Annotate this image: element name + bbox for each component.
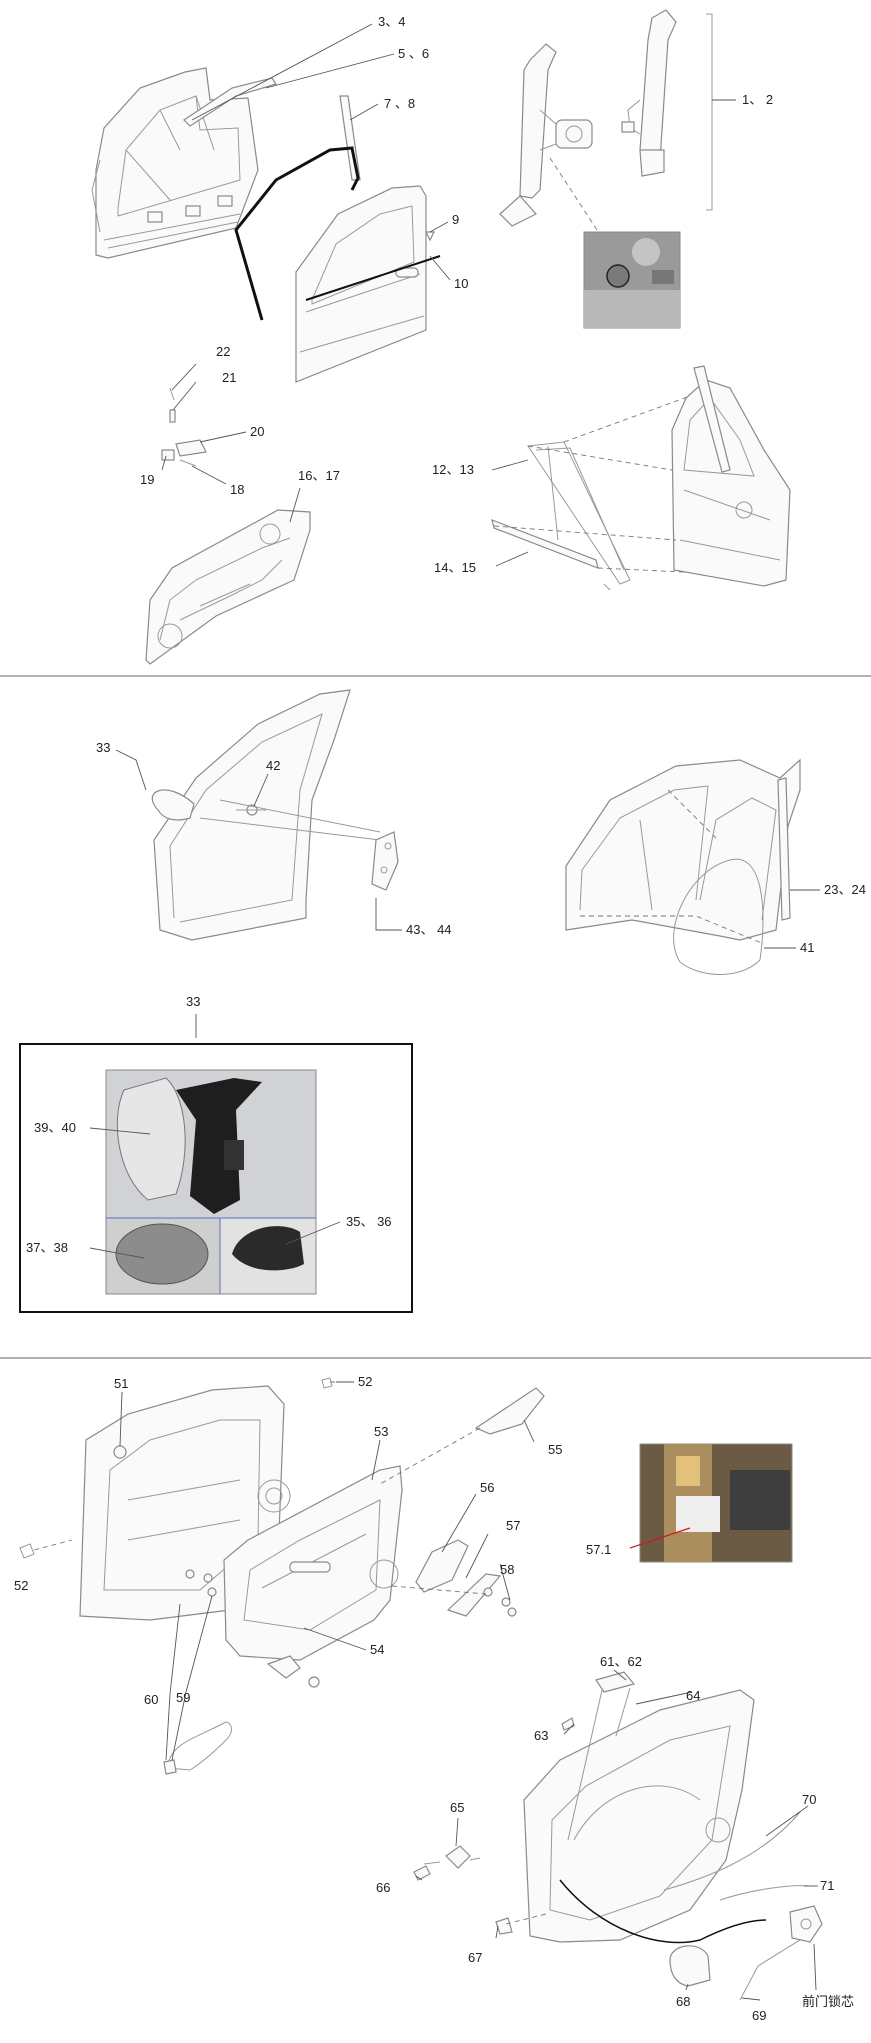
label-64: 64 [686, 1688, 700, 1703]
label-60: 60 [144, 1692, 158, 1707]
door-weatherstrip-rear [673, 858, 764, 975]
label-69: 69 [752, 2008, 766, 2023]
label-66: 66 [376, 1880, 390, 1895]
label-53: 53 [374, 1424, 388, 1439]
lock-cable-70 [663, 1811, 801, 1891]
door-weatherstrip-seal [234, 146, 360, 321]
mirror-photo-composite [105, 1069, 317, 1295]
mirror-photo-box [19, 1043, 413, 1313]
regulator-motor [555, 119, 593, 149]
lock-cylinder [789, 1905, 823, 1943]
belt-molding [305, 255, 441, 301]
bolt-52-left [19, 1543, 35, 1559]
label-19: 19 [140, 472, 154, 487]
window-regulator-assembly [499, 9, 713, 227]
label-9: 9 [452, 212, 459, 227]
label-67: 67 [468, 1950, 482, 1965]
small-clip [425, 231, 435, 242]
door-trim-panel [223, 1465, 403, 1661]
label-52-left: 52 [14, 1578, 28, 1593]
lock-cable-71 [719, 1885, 811, 1901]
label-22: 22 [216, 344, 230, 359]
label-70: 70 [802, 1792, 816, 1807]
door-latch-68 [669, 1945, 711, 1987]
door-check-bracket [371, 831, 399, 891]
regulator-connector-photo [583, 231, 681, 329]
label-33-mirror: 33 [186, 994, 200, 1009]
label-56: 56 [480, 1480, 494, 1495]
label-52-top: 52 [358, 1374, 372, 1389]
label-3-4: 3、4 [378, 14, 405, 29]
lock-rod-69 [739, 1935, 813, 2001]
label-37-38: 37、38 [26, 1240, 68, 1255]
section-door-trim-and-lock: 51 52 52 53 55 56 57 58 54 57.1 60 59 61… [14, 1374, 854, 2023]
hinge-67 [495, 1917, 513, 1935]
rear-door-assembly [671, 365, 791, 587]
front-door-lock-assembly [523, 1689, 755, 1943]
label-23-24: 23、24 [824, 882, 866, 897]
door-check-66 [413, 1865, 431, 1881]
label-59: 59 [176, 1690, 190, 1705]
label-55: 55 [548, 1442, 562, 1457]
label-43-44: 43、 44 [406, 922, 452, 937]
front-door-panel [295, 185, 427, 383]
label-41: 41 [800, 940, 814, 955]
label-10: 10 [454, 276, 468, 291]
outer-handle-61-62 [595, 1671, 636, 1693]
label-12-13: 12、13 [432, 462, 474, 477]
body-side-door-opening [565, 758, 801, 941]
label-35-36: 35、 36 [346, 1214, 392, 1229]
label-68: 68 [676, 1994, 690, 2009]
label-71: 71 [820, 1878, 834, 1893]
label-51: 51 [114, 1376, 128, 1391]
armrest-bracket [266, 1655, 301, 1679]
label-58: 58 [500, 1562, 514, 1577]
label-18: 18 [230, 482, 244, 497]
label-16-17: 16、17 [298, 468, 340, 483]
label-20: 20 [250, 424, 264, 439]
label-21: 21 [222, 370, 236, 385]
label-54: 54 [370, 1642, 384, 1657]
handle-bolt-63 [561, 1717, 575, 1731]
section-door-glass-and-regulator: 3、4 5 、6 7 、8 1、 2 9 10 22 21 20 19 18 1… [91, 9, 791, 665]
label-57-1: 57.1 [586, 1542, 611, 1557]
outer-door-handle [395, 267, 419, 278]
door-mirror-trim [474, 1387, 545, 1435]
label-57: 57 [506, 1518, 520, 1533]
door-harness-clip [167, 1721, 232, 1771]
label-61-62: 61、62 [600, 1654, 642, 1669]
section-door-body-and-mirror: 33 42 43、 44 23、24 41 33 39、40 37、38 35、… [19, 689, 866, 1313]
glass-run-channel [183, 77, 277, 127]
label-33: 33 [96, 740, 110, 755]
label-63: 63 [534, 1728, 548, 1743]
bolt-52-top [321, 1377, 333, 1389]
label-5-6: 5 、6 [398, 46, 429, 61]
label-7-8: 7 、8 [384, 96, 415, 111]
label-14-15: 14、15 [434, 560, 476, 575]
lock-rod-clip-photo [639, 1443, 793, 1563]
label-1-2: 1、 2 [742, 92, 773, 107]
rear-door-trim-panel [145, 509, 311, 665]
mirror-bracket [151, 789, 195, 821]
roof-drip-molding [777, 777, 791, 921]
label-39-40: 39、40 [34, 1120, 76, 1135]
lock-striker-65 [445, 1845, 471, 1869]
label-65: 65 [450, 1800, 464, 1815]
label-lock-core: 前门锁芯 [802, 1994, 854, 2009]
label-42: 42 [266, 758, 280, 773]
door-small-parts [161, 387, 207, 467]
inner-handle-bezel [415, 1539, 469, 1593]
window-switch-panel [446, 1573, 502, 1617]
